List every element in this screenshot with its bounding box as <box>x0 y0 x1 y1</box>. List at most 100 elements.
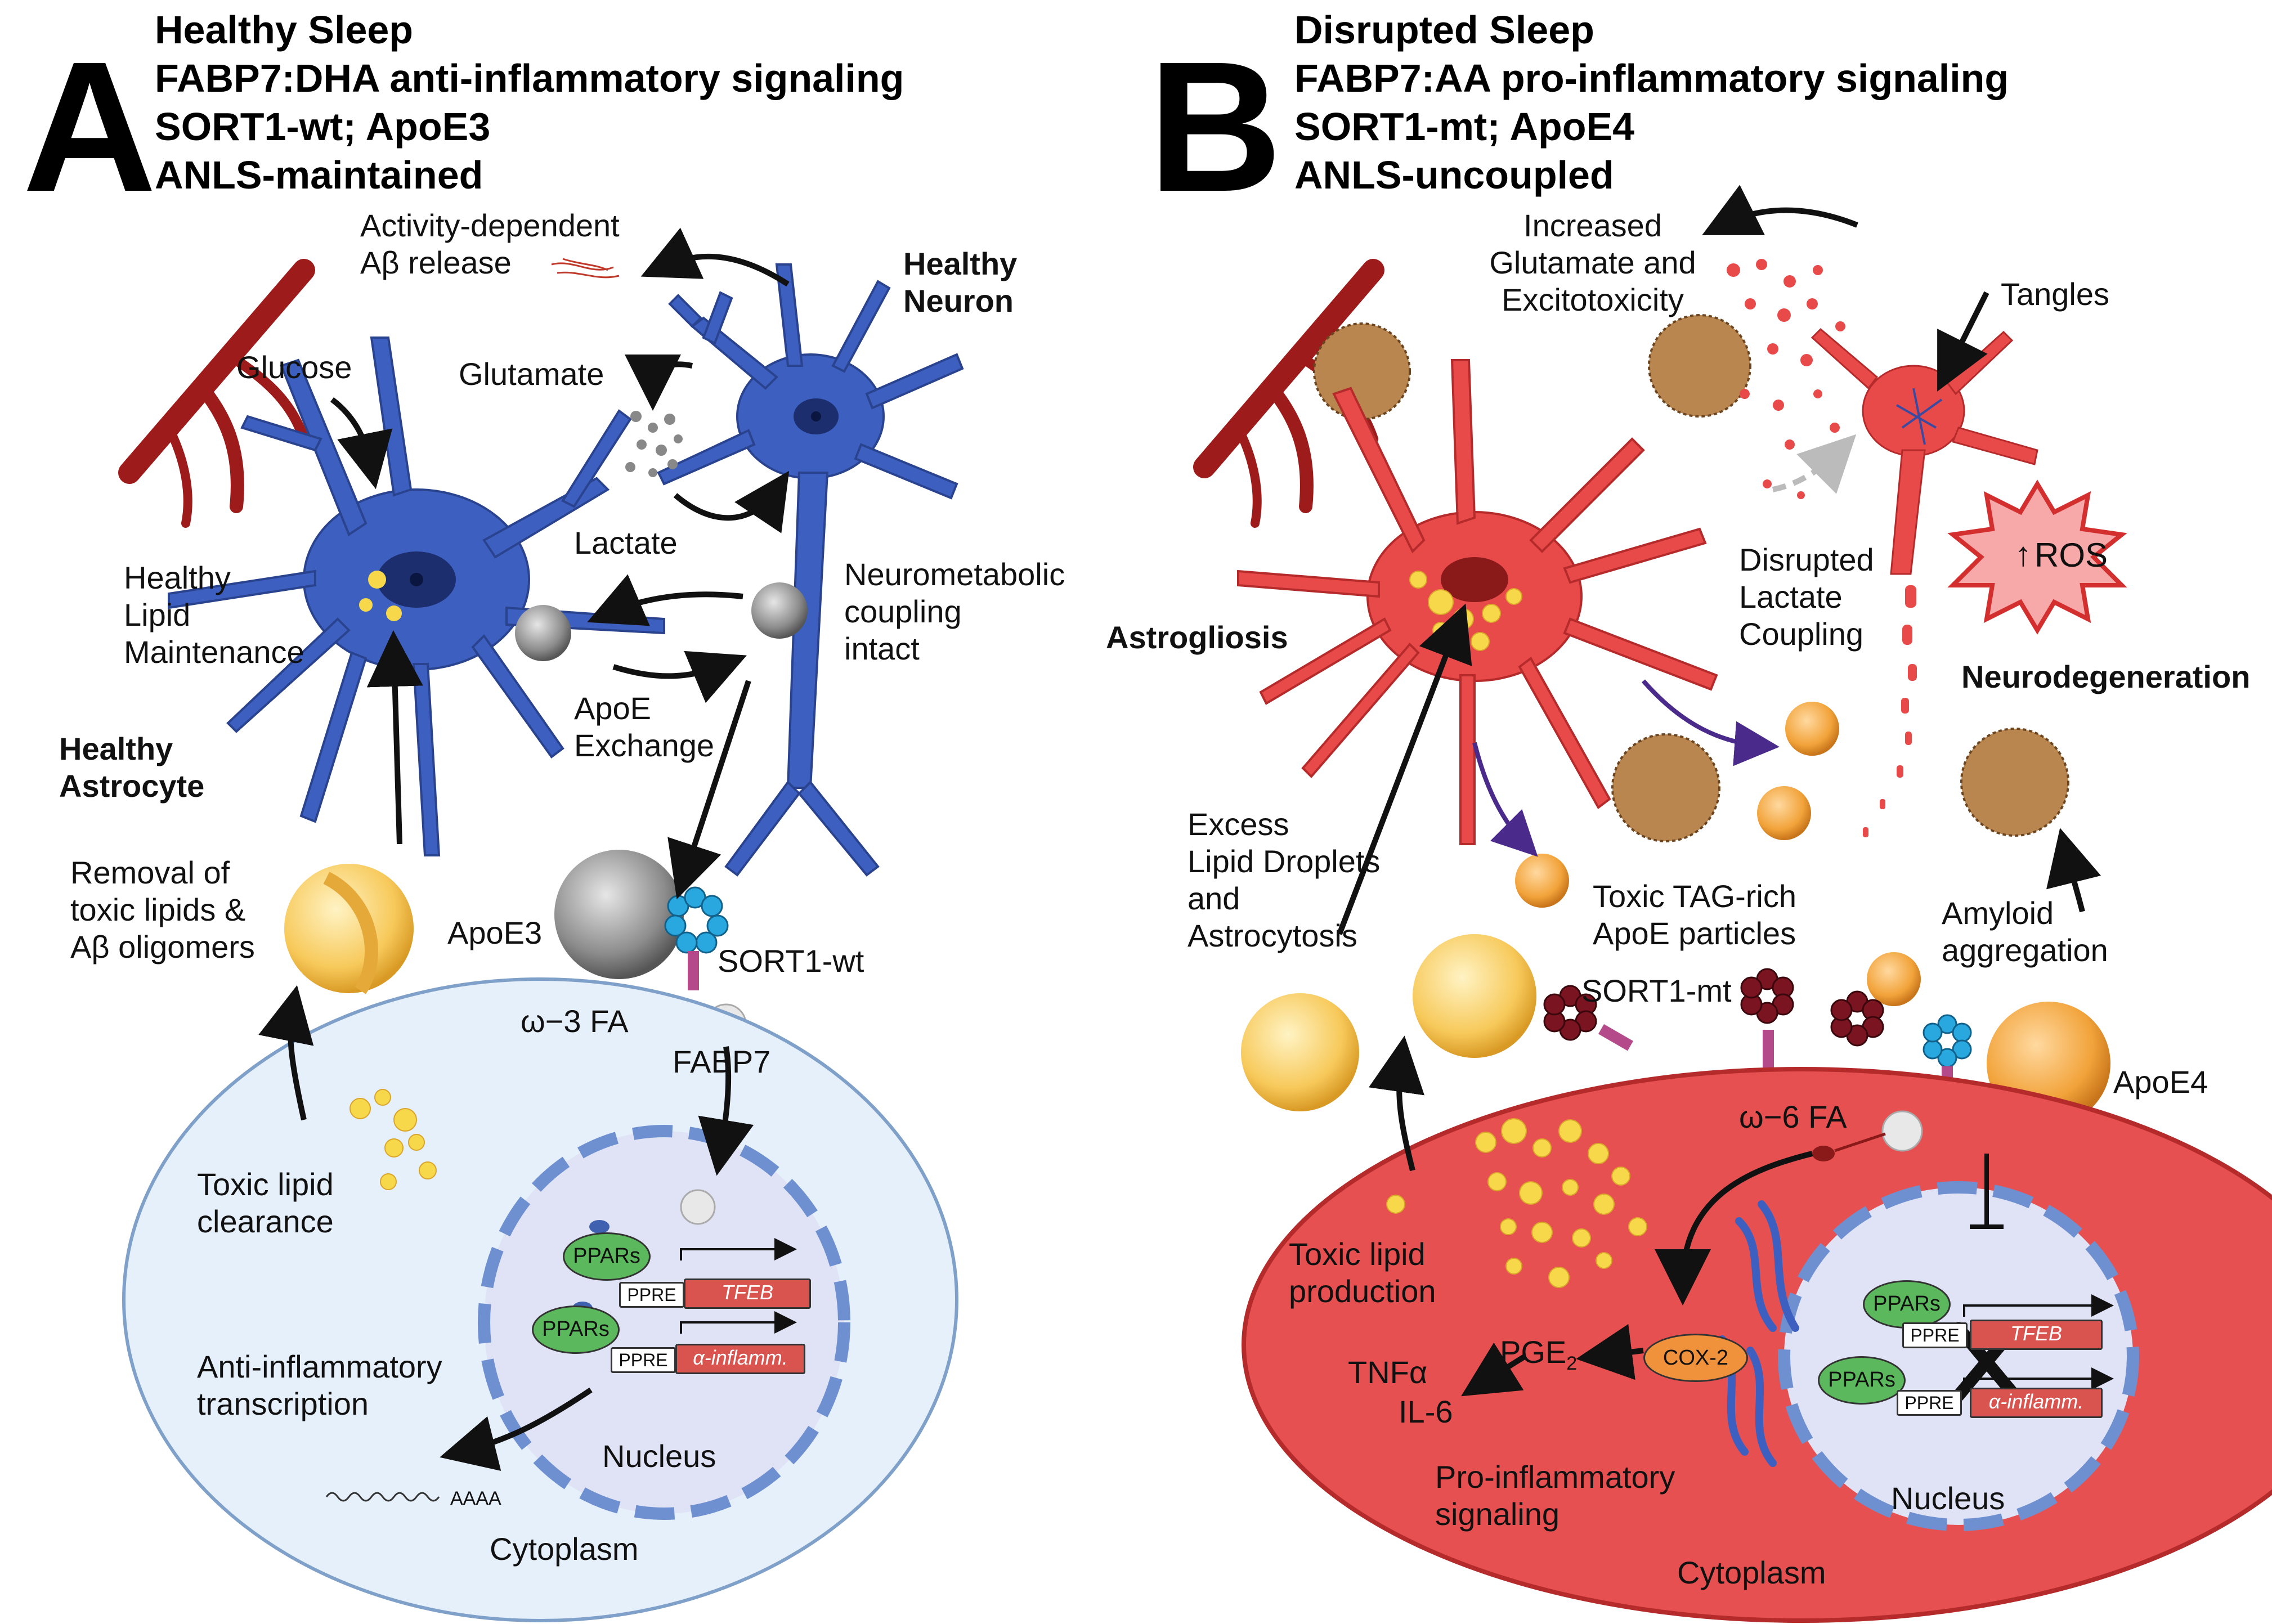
panel-a-header-4: ANLS-maintained <box>155 153 483 197</box>
sort1-mt-receptors <box>1543 968 1884 1047</box>
sort1-wt-receptor-b <box>1923 1014 1972 1068</box>
ppre-box-a-2: PPRE <box>611 1347 676 1373</box>
healthy-astrocyte-label-1: Healthy <box>59 731 173 766</box>
lipid-maintenance-label-3: Maintenance <box>124 634 304 670</box>
reactive-astrocyte-cell <box>1237 359 1718 845</box>
panel-a-header-3: SORT1-wt; ApoE3 <box>155 105 491 149</box>
fabp7-protein-b <box>1881 1110 1923 1152</box>
tfeb-gene-b: TFEB <box>1970 1320 2103 1350</box>
neurometabolic-label-2: coupling <box>844 594 962 629</box>
lipid-droplets-a <box>349 1089 437 1190</box>
neurodegeneration-label: Neurodegeneration <box>1961 659 2251 694</box>
panel-b-header-1: Disrupted Sleep <box>1294 8 1594 52</box>
toxic-tag-label-1: Toxic TAG-rich <box>1593 878 1796 914</box>
tangles-label: Tangles <box>2001 276 2110 312</box>
glutamate-excito-label-1: Increased <box>1523 208 1662 243</box>
sort1-wt-label: SORT1-wt <box>718 943 864 979</box>
panel-b-header-3: SORT1-mt; ApoE4 <box>1294 105 1635 149</box>
glutamate-excito-label-3: Excitotoxicity <box>1502 282 1684 317</box>
apoe-particle-grey <box>515 605 571 661</box>
arrows-b <box>1337 185 2101 1397</box>
tnfa-label: TNFα <box>1348 1354 1428 1390</box>
amyloid-label-1: Amyloid <box>1942 895 2054 931</box>
lipid-droplets-b <box>1386 1118 1647 1288</box>
pge2-subscript: 2 <box>1566 1353 1578 1375</box>
toxic-production-label-1: Toxic lipid <box>1289 1236 1426 1272</box>
ppre-box-b-1: PPRE <box>1902 1322 1968 1348</box>
healthy-astrocyte-label-2: Astrocyte <box>59 768 205 804</box>
lipid-particle <box>284 864 414 993</box>
panel-a-header-1: Healthy Sleep <box>155 8 414 52</box>
apoe-exchange-label-1: ApoE <box>574 690 651 726</box>
pge2-text: PGE <box>1500 1334 1567 1370</box>
arrows-a <box>258 227 790 1471</box>
neurometabolic-label-3: intact <box>844 631 920 666</box>
excess-lipid-label-2: Lipid Droplets <box>1187 844 1381 879</box>
lipid-maintenance-label-2: Lipid <box>124 597 191 632</box>
ros-label: ROS <box>2035 536 2108 574</box>
excess-lipid-label-1: Excess <box>1187 806 1289 842</box>
glucose-label: Glucose <box>236 349 352 385</box>
sort1-stalk <box>688 951 699 990</box>
nucleus-b <box>1778 1181 2139 1531</box>
disrupted-lactate-label-2: Lactate <box>1739 579 1843 614</box>
omega6-label: ω−6 FA <box>1739 1099 1847 1134</box>
abeta-fibrils <box>551 258 620 279</box>
ppars-badge-a-1: PPARs <box>563 1232 651 1281</box>
apoe-exchange-label-2: Exchange <box>574 728 715 763</box>
glutamate-label-a: Glutamate <box>459 356 604 392</box>
toxic-apoe-particles <box>1515 702 1921 1006</box>
removal-label-3: Aβ oligomers <box>70 929 255 964</box>
neurometabolic-label-1: Neurometabolic <box>844 557 1065 592</box>
tfeb-gene-a: TFEB <box>684 1278 811 1309</box>
amyloid-label-2: aggregation <box>1942 932 2108 968</box>
blood-vessel-a <box>118 259 315 528</box>
panel-b-letter: B <box>1148 23 1283 230</box>
pro-inflam-label-2: signaling <box>1435 1496 1560 1532</box>
toxic-clearance-label-2: clearance <box>197 1204 334 1239</box>
glutamate-vesicles <box>625 411 683 477</box>
apoe3-label: ApoE3 <box>447 915 543 950</box>
anti-inflam-label-2: transcription <box>197 1386 369 1421</box>
panel-a-art <box>118 227 964 1622</box>
cytoplasm-label-a: Cytoplasm <box>490 1531 639 1567</box>
mrna <box>325 1492 440 1502</box>
panel-b-art <box>1193 185 2272 1623</box>
ros-burst <box>1947 479 2127 635</box>
fabp7-label-a: FABP7 <box>673 1044 771 1079</box>
ppre-box-a-1: PPRE <box>619 1282 684 1308</box>
omega6-fa <box>1812 1146 1835 1161</box>
toxic-tag-label-2: ApoE particles <box>1593 916 1796 951</box>
activity-release-label-1: Activity-dependent <box>360 208 620 243</box>
a-inflamm-gene-a: α-inflamm. <box>675 1344 805 1374</box>
removal-label-2: toxic lipids & <box>70 892 246 927</box>
cytoplasm-label-b: Cytoplasm <box>1677 1555 1826 1590</box>
nucleus-label-a: Nucleus <box>602 1438 716 1474</box>
pro-inflam-label-1: Pro-inflammatory <box>1435 1459 1675 1495</box>
a-inflamm-gene-b: α-inflamm. <box>1970 1388 2103 1418</box>
cox2-badge: COX-2 <box>1643 1334 1748 1382</box>
lipid-maintenance-label-1: Healthy <box>124 560 231 595</box>
excess-lipid-label-3: and <box>1187 881 1240 916</box>
healthy-neuron-label-1: Healthy <box>903 246 1018 281</box>
pge2-label: PGE2 <box>1500 1334 1577 1382</box>
excess-lipid-label-4: Astrocytosis <box>1187 918 1357 953</box>
ppars-badge-b-1: PPARs <box>1863 1280 1951 1329</box>
lactate-label: Lactate <box>574 525 678 560</box>
apoe4-label: ApoE4 <box>2113 1064 2208 1100</box>
toxic-production-label-2: production <box>1289 1273 1436 1309</box>
nucleus-a <box>478 1125 850 1520</box>
panel-a-header-2: FABP7:DHA anti-inflammatory signaling <box>155 56 904 100</box>
ppre-box-b-2: PPRE <box>1897 1390 1962 1416</box>
disrupted-lactate-label-3: Coupling <box>1739 616 1864 652</box>
axon-fragments <box>1863 585 1917 837</box>
lipid-particle <box>1413 934 1536 1058</box>
apoe3-particle <box>554 850 684 979</box>
panel-a-letter: A <box>23 23 157 230</box>
sort1-mt-label: SORT1-mt <box>1581 973 1732 1008</box>
removal-label-1: Removal of <box>70 855 230 890</box>
tau-tangles <box>1896 388 1943 445</box>
anti-inflam-label-1: Anti-inflammatory <box>197 1349 442 1384</box>
ros-up-arrow-icon: ↑ <box>2015 535 2032 573</box>
